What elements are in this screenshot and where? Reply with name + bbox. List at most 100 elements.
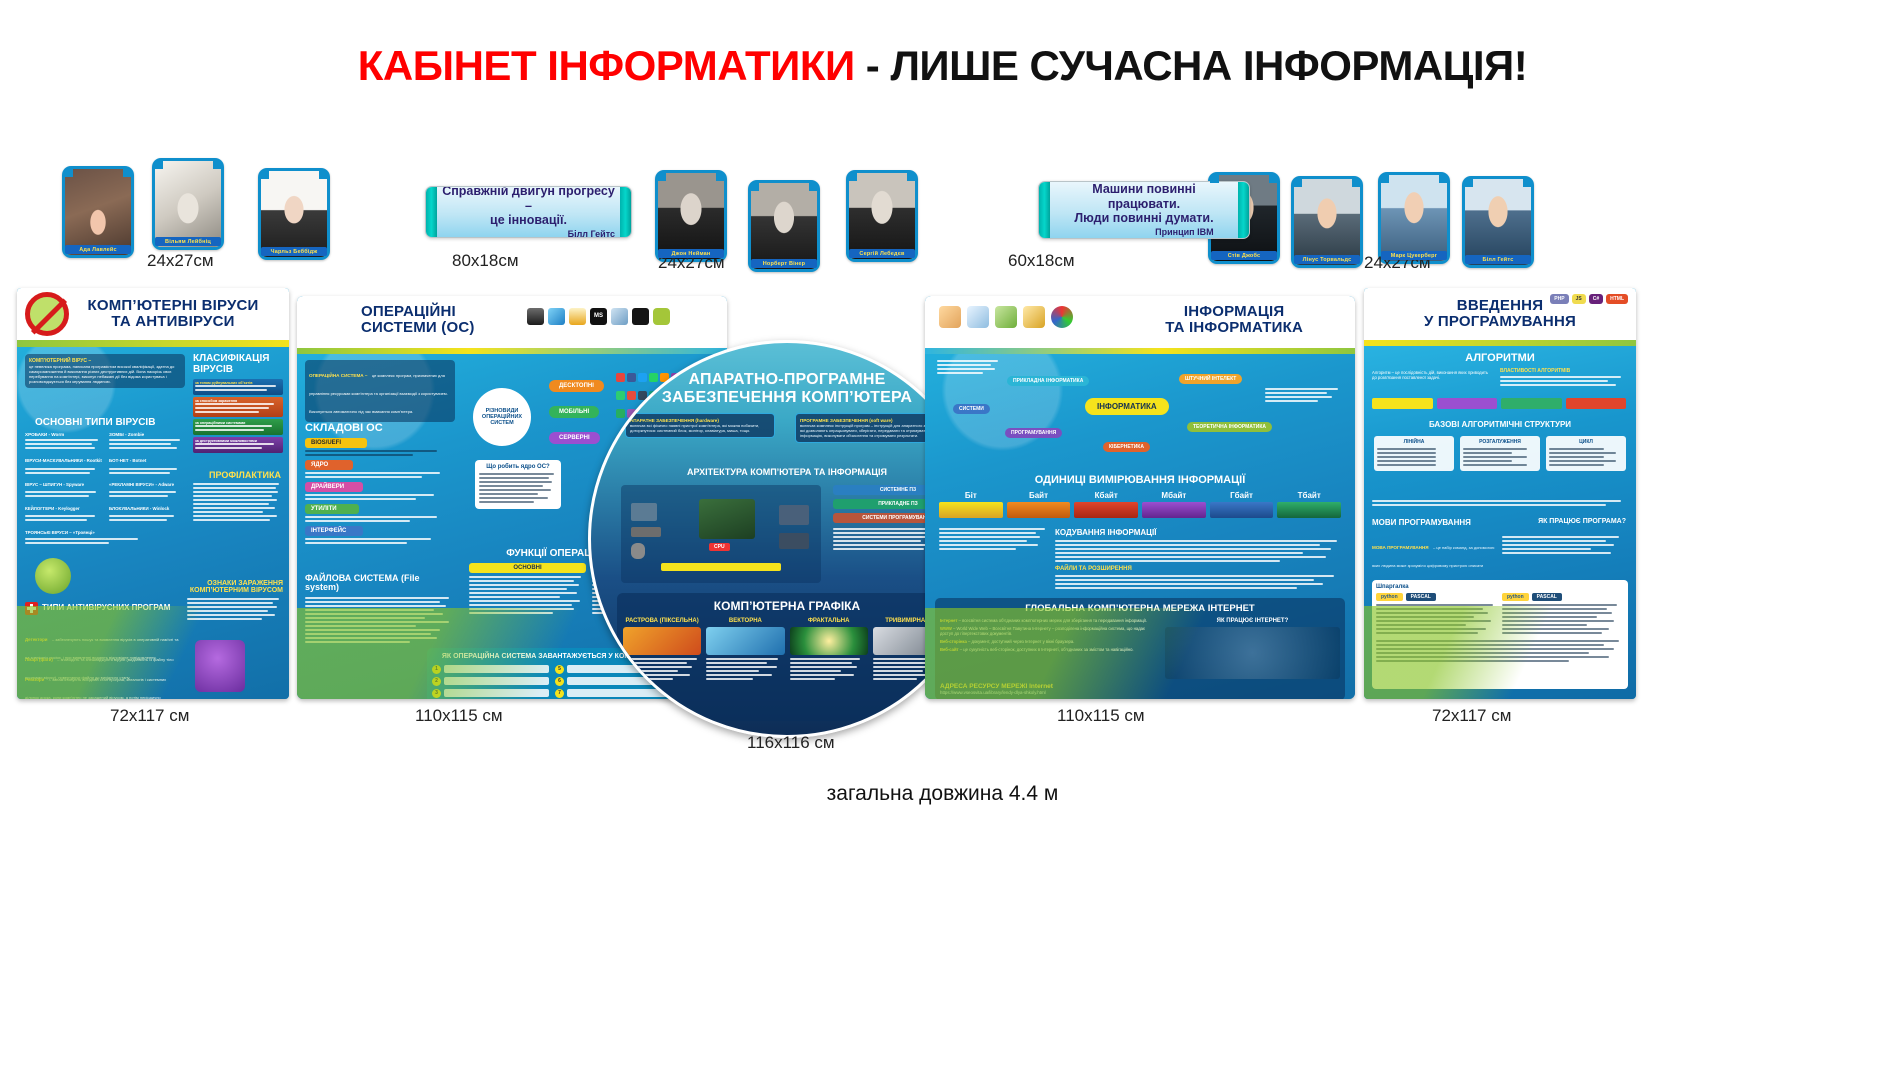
- cpu-badge: CPU: [709, 543, 730, 551]
- algorithm-properties-heading: ВЛАСТИВОСТІ АЛГОРИТМІВ: [1500, 368, 1571, 374]
- computer-graphics-heading: КОМП’ЮТЕРНА ГРАФІКА: [713, 599, 861, 613]
- panel-programming[interactable]: ВВЕДЕННЯ У ПРОГРАМУВАННЯ PHP JS C# HTML …: [1364, 288, 1636, 699]
- hardware-definition-block: АПАРАТНЕ ЗАБЕЗПЕЧЕННЯ (hardware) включає…: [625, 413, 775, 438]
- structures-note: [1372, 500, 1626, 508]
- size-caption-panel-1: 72x117 см: [110, 706, 190, 725]
- quote-board-ibm[interactable]: Машини повинні працювати. Люди повинні д…: [1038, 181, 1250, 239]
- term-www-label: WWW: [940, 626, 952, 631]
- portrait-card-wiener[interactable]: Норберт Вінер: [748, 180, 820, 272]
- portrait-frame: [849, 173, 915, 259]
- lang-tag-pascal-2: PASCAL: [1531, 593, 1562, 601]
- prevention-block: ПРОФІЛАКТИКА: [193, 470, 281, 523]
- portrait-card-lebedev[interactable]: Сергій Лебедєв: [846, 170, 918, 262]
- virus-prohibition-icon: [25, 292, 69, 336]
- corner-notch-icon: [657, 172, 666, 181]
- panel-title: ОПЕРАЦІЙНІ СИСТЕМИ (ОС): [361, 304, 475, 336]
- csharp-badge: C#: [1588, 294, 1604, 304]
- unit-tbyte: Тбайт: [1297, 491, 1321, 500]
- software-node-applied: ПРИКЛАДНЕ ПЗ: [833, 499, 963, 509]
- corner-notch-icon: [716, 172, 725, 181]
- antivirus-types-block: ТИПИ АНТИВІРУСНИХ ПРОГРАМ: [25, 602, 175, 615]
- term-internet-body: – всесвітня система об’єднаних комп’ютер…: [958, 618, 1148, 623]
- size-caption-quote-2: 60х18см: [1008, 251, 1075, 270]
- unit-mbyte: Мбайт: [1161, 491, 1187, 500]
- os-component-kernel: ЯДРО: [305, 460, 353, 470]
- portrait-card-zuckerberg[interactable]: Марк Цукерберг: [1378, 172, 1450, 264]
- panel-title-line-1: ІНФОРМАЦІЯ: [1183, 303, 1285, 320]
- file-system-heading: ФАЙЛОВА СИСТЕМА (File system): [305, 573, 420, 593]
- page-title-red: КАБІНЕТ ІНФОРМАТИКИ: [357, 42, 855, 89]
- language-badge-row: PHP JS C# HTML: [1550, 294, 1628, 304]
- size-caption-panel-4: 110x115 см: [1057, 706, 1145, 725]
- size-caption-panel-center: 116x116 см: [747, 733, 835, 752]
- apple-icon: [527, 308, 544, 325]
- portrait-photo: [658, 173, 724, 259]
- base-structures-heading: БАЗОВІ АЛГОРИТМІЧНІ СТРУКТУРИ: [1428, 420, 1572, 429]
- motherboard-icon: [699, 499, 755, 539]
- panel-title-line-2: У ПРОГРАМУВАННЯ: [1424, 313, 1576, 330]
- size-caption-panel-5: 72x117 см: [1432, 706, 1512, 725]
- portrait-nameplate: Сергій Лебедєв: [849, 249, 915, 258]
- virus-type-rootkit: ВІРУСИ-МАСКУВАЛЬНИКИ - Rootkit: [25, 458, 102, 463]
- corner-notch-icon: [319, 170, 328, 179]
- program-works-diagram: [1502, 536, 1626, 556]
- flow-shape-input: [1436, 398, 1497, 409]
- panel-header: ІНФОРМАЦІЯ ТА ІНФОРМАТИКА: [925, 296, 1355, 348]
- blackberry-icon: [632, 308, 649, 325]
- portrait-card-babbage[interactable]: Чарльз Беббідж: [258, 168, 330, 260]
- infection-signs-block: ОЗНАКИ ЗАРАЖЕННЯ КОМП’ЮТЕРНИМ ВІРУСОМ: [187, 580, 283, 622]
- internet-network-diagram: [1164, 627, 1340, 679]
- lang-tag-pascal: PASCAL: [1405, 593, 1436, 601]
- macos-icon: [611, 308, 628, 325]
- virus-type-zombie: ЗОМБІ - Zombie: [109, 432, 145, 437]
- quote-line-1: Справжній двигун прогресу –: [442, 186, 615, 213]
- portrait-card-gates[interactable]: Білл Гейтс: [1462, 176, 1534, 268]
- portrait-nameplate: Норберт Вінер: [751, 259, 817, 268]
- quote-board-gates[interactable]: Справжній двигун прогресу – це інновації…: [425, 186, 632, 238]
- virus-character-icon: [195, 640, 245, 692]
- android-icon: [653, 308, 670, 325]
- corner-notch-icon: [1352, 178, 1361, 187]
- html-badge: HTML: [1606, 294, 1628, 304]
- panel-computer-viruses[interactable]: КОМП’ЮТЕРНІ ВІРУСИ ТА АНТИВІРУСИ КОМП’ЮТ…: [17, 288, 289, 699]
- software-label: ПРОГРАМНЕ ЗАБЕЗПЕЧЕННЯ (soft ware): [800, 418, 893, 423]
- info-files-heading: ФАЙЛИ ТА РОЗШИРЕННЯ: [1055, 566, 1132, 572]
- portrait-card-neumann[interactable]: Джон Нейман: [655, 170, 727, 262]
- panel-hardware-software[interactable]: АПАРАТНО-ПРОГРАМНЕ ЗАБЕЗПЕЧЕННЯ КОМП’ЮТЕ…: [588, 340, 986, 738]
- os-definition-label: ОПЕРАЦІЙНА СИСТЕМА –: [309, 373, 368, 378]
- unit-kbyte: Кбайт: [1094, 491, 1118, 500]
- graphics-sample-raster: [623, 627, 702, 655]
- graphics-type-3d: ТРИВИМІРНА (3D): [885, 618, 939, 624]
- prevention-heading: ПРОФІЛАКТИКА: [208, 470, 281, 480]
- portrait-card-ada[interactable]: Ада Лавлейс: [62, 166, 134, 258]
- classification-item-3: за операційними системами: [195, 421, 246, 425]
- mindmap-node-programming: ПРОГРАМУВАННЯ: [1005, 428, 1063, 438]
- information-icon-row: [939, 306, 1073, 328]
- books-icon: [995, 306, 1017, 328]
- portrait-card-torvalds[interactable]: Лінус Торвальдс: [1291, 176, 1363, 268]
- panel-title-line-1: АПАРАТНО-ПРОГРАМНЕ: [688, 371, 886, 388]
- page-title-black: - ЛИШЕ СУЧАСНА ІНФОРМАЦІЯ!: [854, 42, 1528, 89]
- hardware-body: включає всі фізично наявні пристрої комп…: [630, 423, 760, 433]
- panel-title: АПАРАТНО-ПРОГРАМНЕ ЗАБЕЗПЕЧЕННЯ КОМП’ЮТЕ…: [591, 371, 983, 408]
- php-badge: PHP: [1550, 294, 1569, 304]
- portrait-card-leibniz[interactable]: Вільям Лейбніц: [152, 158, 224, 250]
- software-node-programming: СИСТЕМИ ПРОГРАМУВАННЯ: [833, 513, 963, 523]
- structure-branching: РОЗГАЛУЖЕННЯ: [1479, 439, 1521, 445]
- term-www-body: – World Wide Web – Всесвітня Павутина Ін…: [940, 626, 1146, 636]
- corner-notch-icon: [907, 172, 916, 181]
- quote-text: Справжній двигун прогресу – це інновації…: [426, 186, 631, 237]
- portrait-frame: [658, 173, 724, 259]
- size-caption-panel-2: 110x115 см: [415, 706, 503, 725]
- monitor-icon: [631, 503, 657, 521]
- portrait-frame: [261, 171, 327, 257]
- virus-type-worm: ХРОБАКИ - Worm: [25, 432, 65, 437]
- os-definition-block: ОПЕРАЦІЙНА СИСТЕМА – це комплекс програм…: [305, 360, 455, 422]
- corner-notch-icon: [213, 160, 222, 169]
- info-coding-heading: КОДУВАННЯ ІНФОРМАЦІЇ: [1055, 528, 1157, 537]
- structure-linear: ЛІНІЙНА: [1403, 439, 1425, 445]
- panel-information[interactable]: ІНФОРМАЦІЯ ТА ІНФОРМАТИКА ІНФОРМАТИКА ПР…: [925, 296, 1355, 699]
- panel-header: ОПЕРАЦІЙНІ СИСТЕМИ (ОС) MS: [297, 296, 727, 348]
- size-caption-quote-1: 80х18см: [452, 251, 519, 270]
- architecture-diagram: CPU: [621, 485, 821, 583]
